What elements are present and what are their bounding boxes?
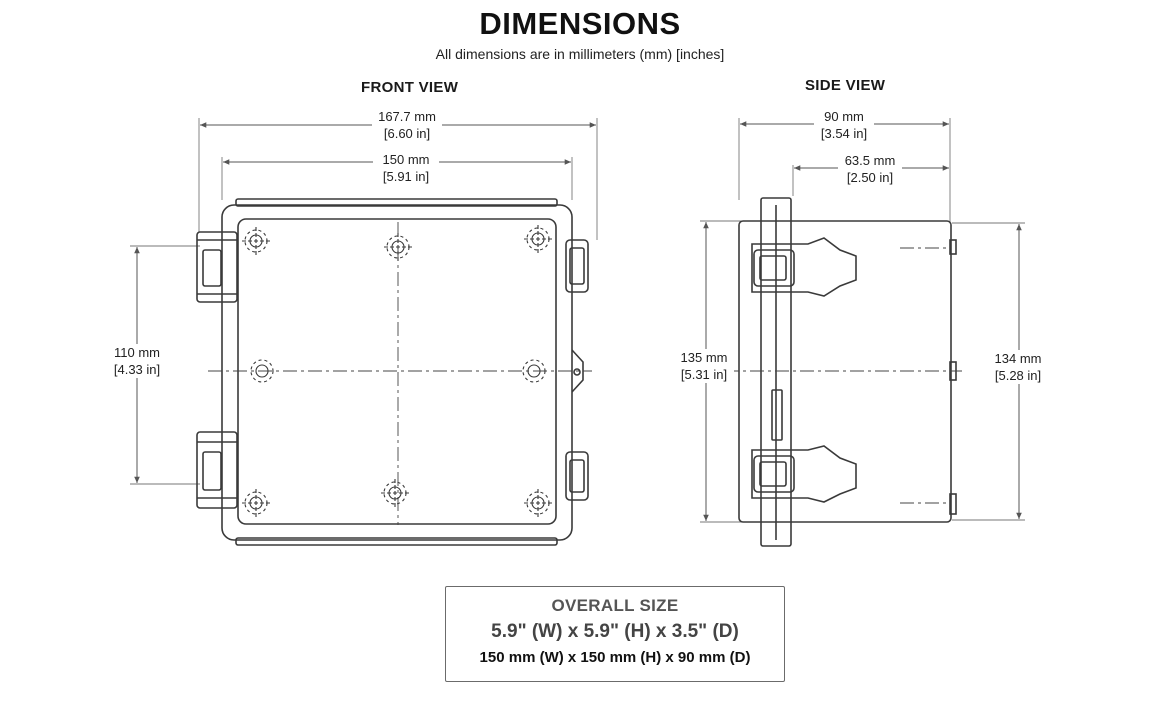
front-body-width-in: [5.91 in] (382, 169, 430, 184)
side-overall-depth-mm: 90 mm (824, 109, 864, 124)
front-overall-width-in: [6.60 in] (383, 126, 431, 141)
side-flange-height-mm: 135 mm (680, 350, 728, 365)
front-overall-width-mm: 167.7 mm (378, 109, 436, 124)
side-body-height-label: 134 mm [5.28 in] (988, 350, 1048, 384)
side-overall-depth-label: 90 mm [3.54 in] (814, 108, 874, 142)
side-view-label: SIDE VIEW (805, 77, 886, 94)
side-body-depth-label: 63.5 mm [2.50 in] (838, 152, 902, 186)
side-body-depth-in: [2.50 in] (846, 170, 894, 185)
front-overall-width-label: 167.7 mm [6.60 in] (372, 108, 442, 142)
front-view-label: FRONT VIEW (361, 79, 459, 96)
mounting-hole-marks (242, 225, 552, 517)
front-body-width-label: 150 mm [5.91 in] (373, 151, 439, 185)
front-hinge-spacing-mm: 110 mm (114, 345, 160, 360)
side-body-height-mm: 134 mm (994, 351, 1042, 366)
front-view-drawing (130, 118, 598, 546)
overall-size-metric: 150 mm (W) x 150 mm (H) x 90 mm (D) (479, 649, 751, 666)
front-body-width-mm: 150 mm (382, 152, 430, 167)
side-overall-depth-in: [3.54 in] (820, 126, 868, 141)
page-subtitle: All dimensions are in millimeters (mm) [… (435, 46, 725, 62)
front-hinge-spacing-label: 110 mm [4.33 in] (106, 344, 168, 378)
overall-size-imperial: 5.9" (W) x 5.9" (H) x 3.5" (D) (491, 621, 739, 642)
side-flange-height-in: [5.31 in] (680, 367, 728, 382)
page-title: DIMENSIONS (479, 6, 681, 41)
overall-size-box: OVERALL SIZE 5.9" (W) x 5.9" (H) x 3.5" … (445, 586, 785, 682)
overall-size-heading: OVERALL SIZE (551, 596, 679, 615)
side-body-depth-mm: 63.5 mm (844, 153, 896, 168)
front-hinge-spacing-in: [4.33 in] (113, 362, 161, 377)
side-flange-height-label: 135 mm [5.31 in] (674, 349, 734, 383)
side-body-height-in: [5.28 in] (994, 368, 1042, 383)
